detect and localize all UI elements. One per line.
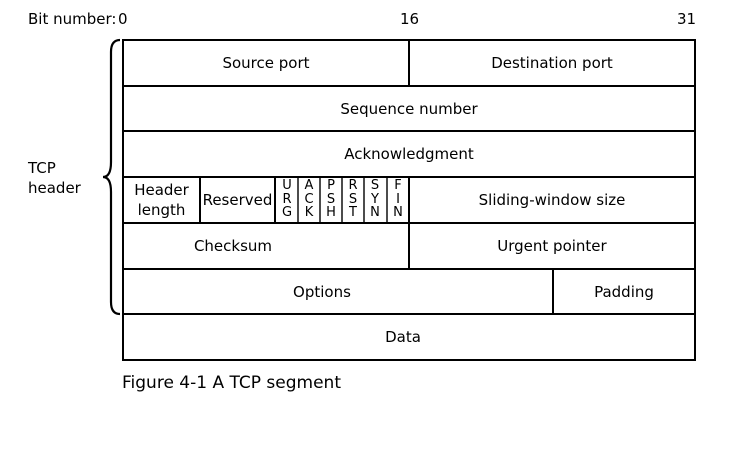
tcp-header-label-line2: header [28,179,81,197]
reserved-cell: Reserved [200,177,275,223]
flag-ack-letter-2: C [304,191,314,207]
checksum-label: Checksum [193,237,273,255]
flag-syn-letter-3: N [370,205,380,220]
flag-fin-letter-3: N [393,205,403,220]
flag-urg-letter-3: G [281,205,293,220]
padding-label: Padding [594,282,654,301]
flag-rst-letter-1: R [348,178,358,193]
flag-ack-letter-1: A [304,178,314,193]
header-length-cell: Header length [123,177,200,223]
flag-fin-letter-2: I [396,191,400,207]
flag-fin: F I N [391,179,405,220]
destination-port-cell: Destination port [409,40,695,86]
padding-cell: Padding [553,269,695,314]
options-label: Options [293,282,351,301]
header-brace [102,38,121,316]
flag-psh-letter-1: P [327,178,335,193]
data-cell: Data [123,314,683,360]
header-length-line2: length [137,201,186,219]
data-label: Data [385,328,421,346]
flag-rst-letter-2: S [348,191,358,207]
flag-syn: S Y N [368,179,382,220]
options-cell: Options [123,269,521,314]
sequence-number-cell: Sequence number [123,86,695,131]
flag-fin-letter-1: F [394,178,402,193]
flag-psh: P S H [324,179,338,220]
source-port-cell: Source port [123,40,409,86]
bit-number-0: 0 [118,10,128,28]
bit-number-label: Bit number: [28,10,117,28]
flag-urg: U R G [280,179,294,220]
urgent-pointer-label: Urgent pointer [497,237,607,255]
urgent-pointer-cell: Urgent pointer [409,223,695,269]
bit-number-31: 31 [677,10,697,28]
tcp-header-label-line1: TCP [28,159,56,177]
acknowledgment-cell: Acknowledgment [123,131,695,177]
checksum-cell: Checksum [123,223,343,269]
reserved-label: Reserved [202,191,273,209]
bit-number-16: 16 [400,10,420,28]
sliding-window-label: Sliding-window size [478,191,626,209]
sliding-window-cell: Sliding-window size [409,177,695,223]
sequence-number-label: Sequence number [340,99,478,118]
flag-rst: R S T [346,179,360,220]
flag-rst-letter-3: T [349,205,357,220]
flag-ack-letter-3: K [304,205,314,220]
flag-urg-letter-1: U [282,178,292,193]
header-length-line1: Header [134,181,189,199]
flag-ack: A C K [302,179,316,220]
flag-psh-letter-3: H [326,205,336,220]
flag-syn-letter-1: S [370,178,380,193]
tcp-header-label: TCP header [28,158,81,198]
flag-urg-letter-2: R [282,191,292,207]
flag-syn-letter-2: Y [371,191,379,207]
figure-caption: Figure 4-1 A TCP segment [122,373,341,393]
flag-psh-letter-2: S [326,191,336,207]
acknowledgment-label: Acknowledgment [344,145,474,163]
brace-path [102,38,121,316]
destination-port-label: Destination port [491,54,613,72]
source-port-label: Source port [222,54,310,72]
